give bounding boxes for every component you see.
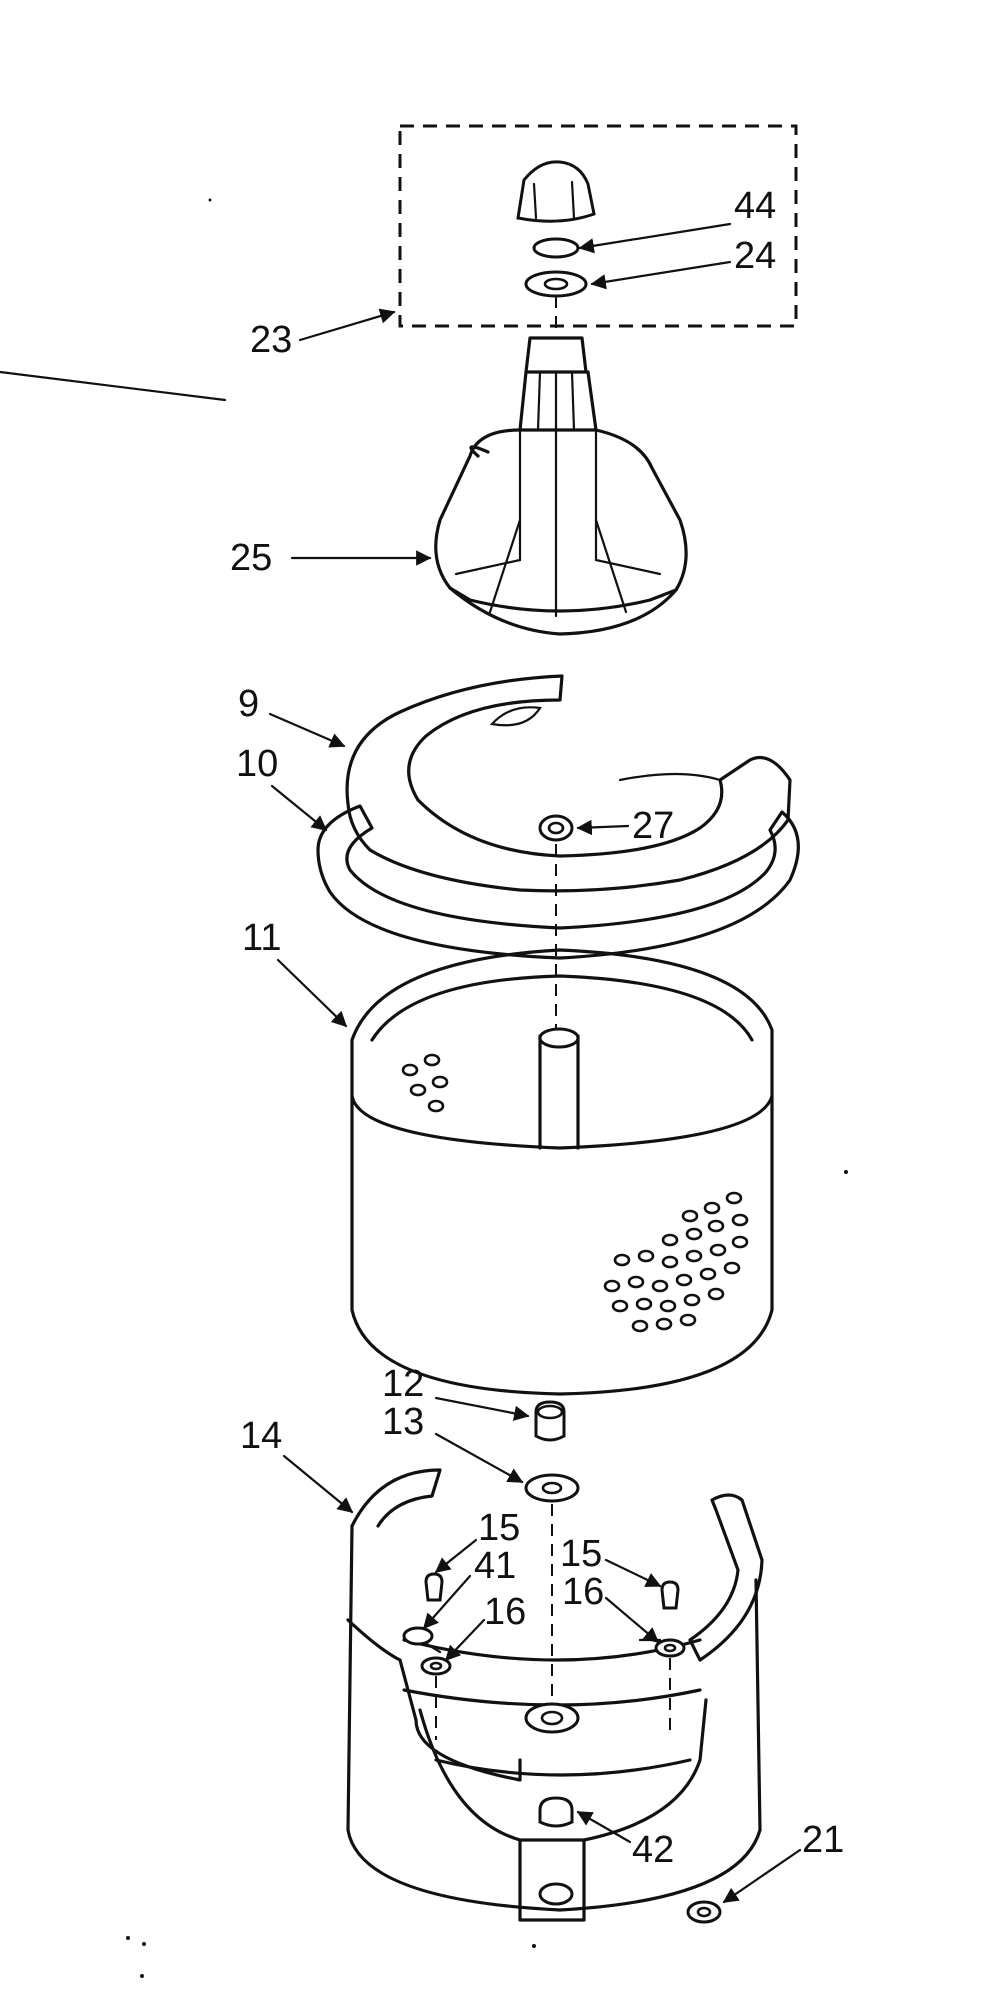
agitator	[434, 336, 688, 636]
basket-holes	[401, 1053, 749, 1333]
callout-10: 10	[236, 743, 278, 785]
callout-11: 11	[242, 917, 281, 959]
callout-16-right: 16	[562, 1571, 604, 1613]
cap-kit-box	[398, 124, 798, 328]
callout-15-left: 15	[478, 1507, 520, 1549]
callout-23: 23	[250, 319, 292, 361]
callout-12: 12	[382, 1363, 424, 1405]
wash-basket	[350, 948, 774, 1396]
callout-27: 27	[632, 805, 674, 847]
callout-24: 24	[734, 235, 776, 277]
callout-16-left: 16	[484, 1591, 526, 1633]
right-fastener-set	[654, 1580, 686, 1730]
callout-15-right: 15	[560, 1533, 602, 1575]
callout-labels: 44 24 23 25 9 10 27 11 12 13 14 15 41 16…	[230, 185, 844, 1871]
leader-lines	[268, 222, 802, 1904]
left-fastener-set	[402, 1572, 452, 1740]
callout-42: 42	[632, 1829, 674, 1871]
part-13-nut	[524, 1473, 580, 1503]
part-42-nut	[538, 1796, 574, 1828]
tub-ring	[345, 674, 792, 893]
stray-line	[0, 370, 227, 402]
callout-13: 13	[382, 1401, 424, 1443]
agitator-cap	[516, 160, 596, 223]
callout-25: 25	[230, 537, 272, 579]
drive-hub	[346, 1468, 764, 1922]
tub-gasket	[316, 804, 800, 960]
callout-9: 9	[238, 683, 259, 725]
callout-14: 14	[240, 1415, 282, 1457]
scan-specks	[126, 198, 848, 1978]
callout-44: 44	[734, 185, 776, 227]
part-21-nut	[686, 1900, 722, 1924]
part-44-washer	[532, 237, 580, 259]
part-12-bolt	[534, 1400, 566, 1442]
callout-21: 21	[802, 1819, 844, 1861]
callout-41: 41	[474, 1545, 516, 1587]
